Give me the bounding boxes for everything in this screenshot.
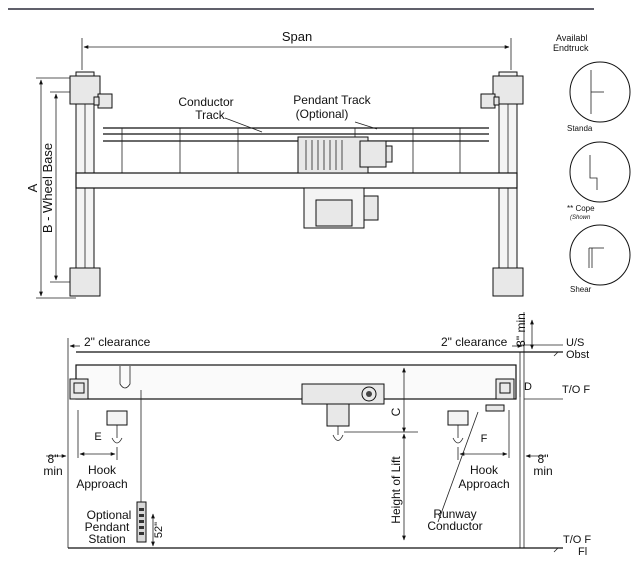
to-floor-label: T/O F: [563, 534, 591, 546]
three-inch-min-label: 3" min: [514, 313, 528, 347]
pendant-label-3: Station: [88, 532, 125, 546]
a-label: A: [25, 183, 40, 192]
pendant-loop: [119, 366, 131, 389]
c-label: C: [389, 407, 403, 416]
eight-min-right-1: 8": [538, 452, 549, 466]
side-girder: [75, 364, 517, 400]
clearance-left-label: 2" clearance: [84, 335, 151, 349]
coped-label: ** Cope: [567, 204, 595, 213]
floor-label: Fl: [578, 546, 587, 558]
runway-conductor-label-1: Runway: [433, 507, 476, 521]
bridge-girder: [75, 172, 518, 189]
f-label: F: [481, 433, 488, 445]
coped-note: (Shown: [570, 215, 591, 221]
runway-conductor-label-2: Conductor: [427, 519, 482, 533]
us-label: U/S: [566, 337, 584, 349]
height-of-lift-label: Height of Lift: [389, 456, 403, 524]
standard-label: Standa: [567, 124, 593, 133]
left-drive-motor: [97, 93, 113, 109]
endtruck-options-panel: Availabl Endtruck Standa ** Cope (Shown …: [553, 33, 631, 294]
shear-label: Shear: [570, 285, 592, 294]
hoist-motor: [359, 140, 387, 168]
eight-min-right-2: min: [533, 464, 552, 478]
conductor-track-label-2: Track: [195, 108, 226, 122]
hook-approach-left-1: Hook: [88, 463, 117, 477]
conductor-track-label-1: Conductor: [178, 95, 233, 109]
endtruck-title-1: Availabl: [556, 33, 587, 43]
d-label: D: [524, 381, 532, 393]
eight-min-left-1: 8": [48, 452, 59, 466]
hook-approach-right-1: Hook: [470, 463, 499, 477]
span-label: Span: [282, 29, 312, 44]
hook-approach-right-2: Approach: [458, 477, 509, 491]
eight-min-left-2: min: [43, 464, 62, 478]
coped-endtruck-circle: [569, 141, 631, 203]
right-drive-motor: [480, 93, 496, 109]
pendant-label-1: Optional: [87, 508, 132, 522]
side-view: U/S Obst 2" clearance 2" clearance 3" mi…: [43, 312, 591, 558]
endtruck-title-2: Endtruck: [553, 43, 589, 53]
clearance-right-label: 2" clearance: [441, 335, 508, 349]
hook-approach-left-2: Approach: [76, 477, 127, 491]
wheel-base-label: B - Wheel Base: [40, 143, 55, 233]
pendant-label-2: Pendant: [85, 520, 130, 534]
e-label: E: [94, 431, 101, 443]
to-runway-label: T/O F: [562, 384, 590, 396]
pendant-track-label-1: Pendant Track: [293, 93, 371, 107]
shear-endtruck-circle: [569, 224, 631, 286]
obst-label: Obst: [566, 349, 589, 361]
top-view: Span A B - Wheel Base: [25, 29, 524, 299]
pendant-track-label-2: (Optional): [296, 107, 349, 121]
pendant-height-label: 52": [153, 522, 165, 538]
runway-conductor: [485, 404, 505, 412]
